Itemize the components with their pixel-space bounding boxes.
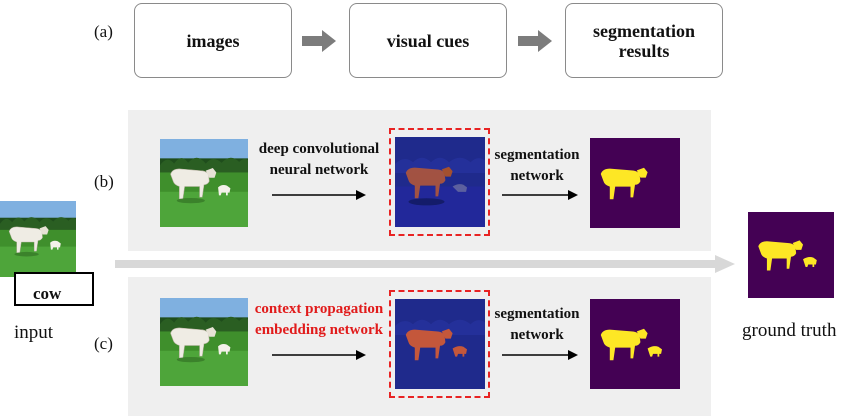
segmentation-mask-c [590,298,680,390]
seg-net-label-c: segmentation network [487,304,587,346]
dcnn-label: deep convolutional neural network [250,139,388,181]
arrow-right-icon [502,190,578,200]
cow-label-text: cow [33,284,62,303]
visual-cue-map-b [395,135,485,229]
segmentation-results-box-label: segmentation results [593,20,695,61]
images-box-label: images [186,30,240,51]
seg-net-label-b-line2: network [510,168,564,184]
seg-net-label-c-line1: segmentation [494,306,580,322]
dcnn-label-line2: neural network [269,162,369,178]
images-box: images [134,3,292,78]
input-photo-c [160,296,248,388]
seg-net-label-b-line1: segmentation [494,147,580,163]
visual-cues-box: visual cues [349,3,507,78]
input-photo-b [160,137,248,229]
seg-net-label-c-line2: network [510,327,564,343]
arrow-right-icon [518,30,552,52]
visual-cue-highlight-c [389,290,490,398]
ground-truth-caption: ground truth [742,320,837,341]
input-caption: input [14,322,54,343]
arrow-right-icon [502,350,578,360]
arrow-right-icon [302,30,336,52]
cpen-label-line1: context propagation [254,301,384,317]
arrow-right-icon [272,350,366,360]
seg-net-label-b: segmentation network [487,145,587,187]
visual-cue-highlight-b [389,128,490,236]
segmentation-mask-b [590,137,680,229]
row-a-label: (a) [94,22,113,41]
row-b-label: (b) [94,172,114,191]
long-gray-arrow-icon [115,255,735,273]
visual-cues-box-label: visual cues [386,30,470,51]
arrow-right-icon [272,190,366,200]
visual-cue-map-c [395,297,485,391]
cpen-label-line2: embedding network [255,322,383,338]
cow-label-box [14,272,94,306]
cpen-label: context propagation embedding network [248,299,390,341]
dcnn-label-line1: deep convolutional [258,141,380,157]
segmentation-results-box: segmentation results [565,3,723,78]
row-c-label: (c) [94,334,113,353]
ground-truth-mask [748,211,834,299]
input-photo [0,198,76,280]
